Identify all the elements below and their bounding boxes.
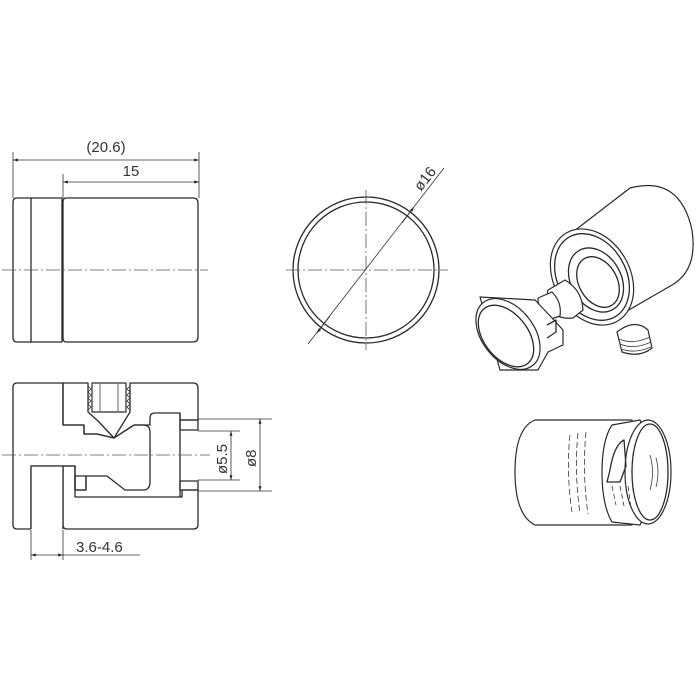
overall-length-label: (20.6) [86, 139, 125, 156]
body-outline [62, 197, 199, 343]
side-view: (20.6) 15 [2, 139, 208, 343]
bore-inner-label: ø5.5 [214, 444, 231, 474]
gap-label: 3.6-4.6 [76, 539, 123, 556]
barrel-assembled [514, 419, 633, 526]
isometric-assembled-view [514, 419, 672, 526]
bore-outer-label: ø8 [243, 449, 260, 467]
set-screw-section [91, 382, 127, 413]
front-view: ø16 [286, 164, 448, 350]
cap-face-assembled [624, 419, 672, 525]
barrel-top-section [113, 382, 199, 439]
diameter-label: ø16 [411, 164, 440, 195]
diameter-leader [307, 167, 445, 345]
set-screw-iso [616, 323, 653, 355]
section-view: ø5.5 ø8 3.6-4.6 [2, 382, 272, 560]
body-length-label: 15 [123, 163, 140, 180]
cap-outline [12, 197, 63, 343]
isometric-exploded-view [475, 184, 694, 371]
